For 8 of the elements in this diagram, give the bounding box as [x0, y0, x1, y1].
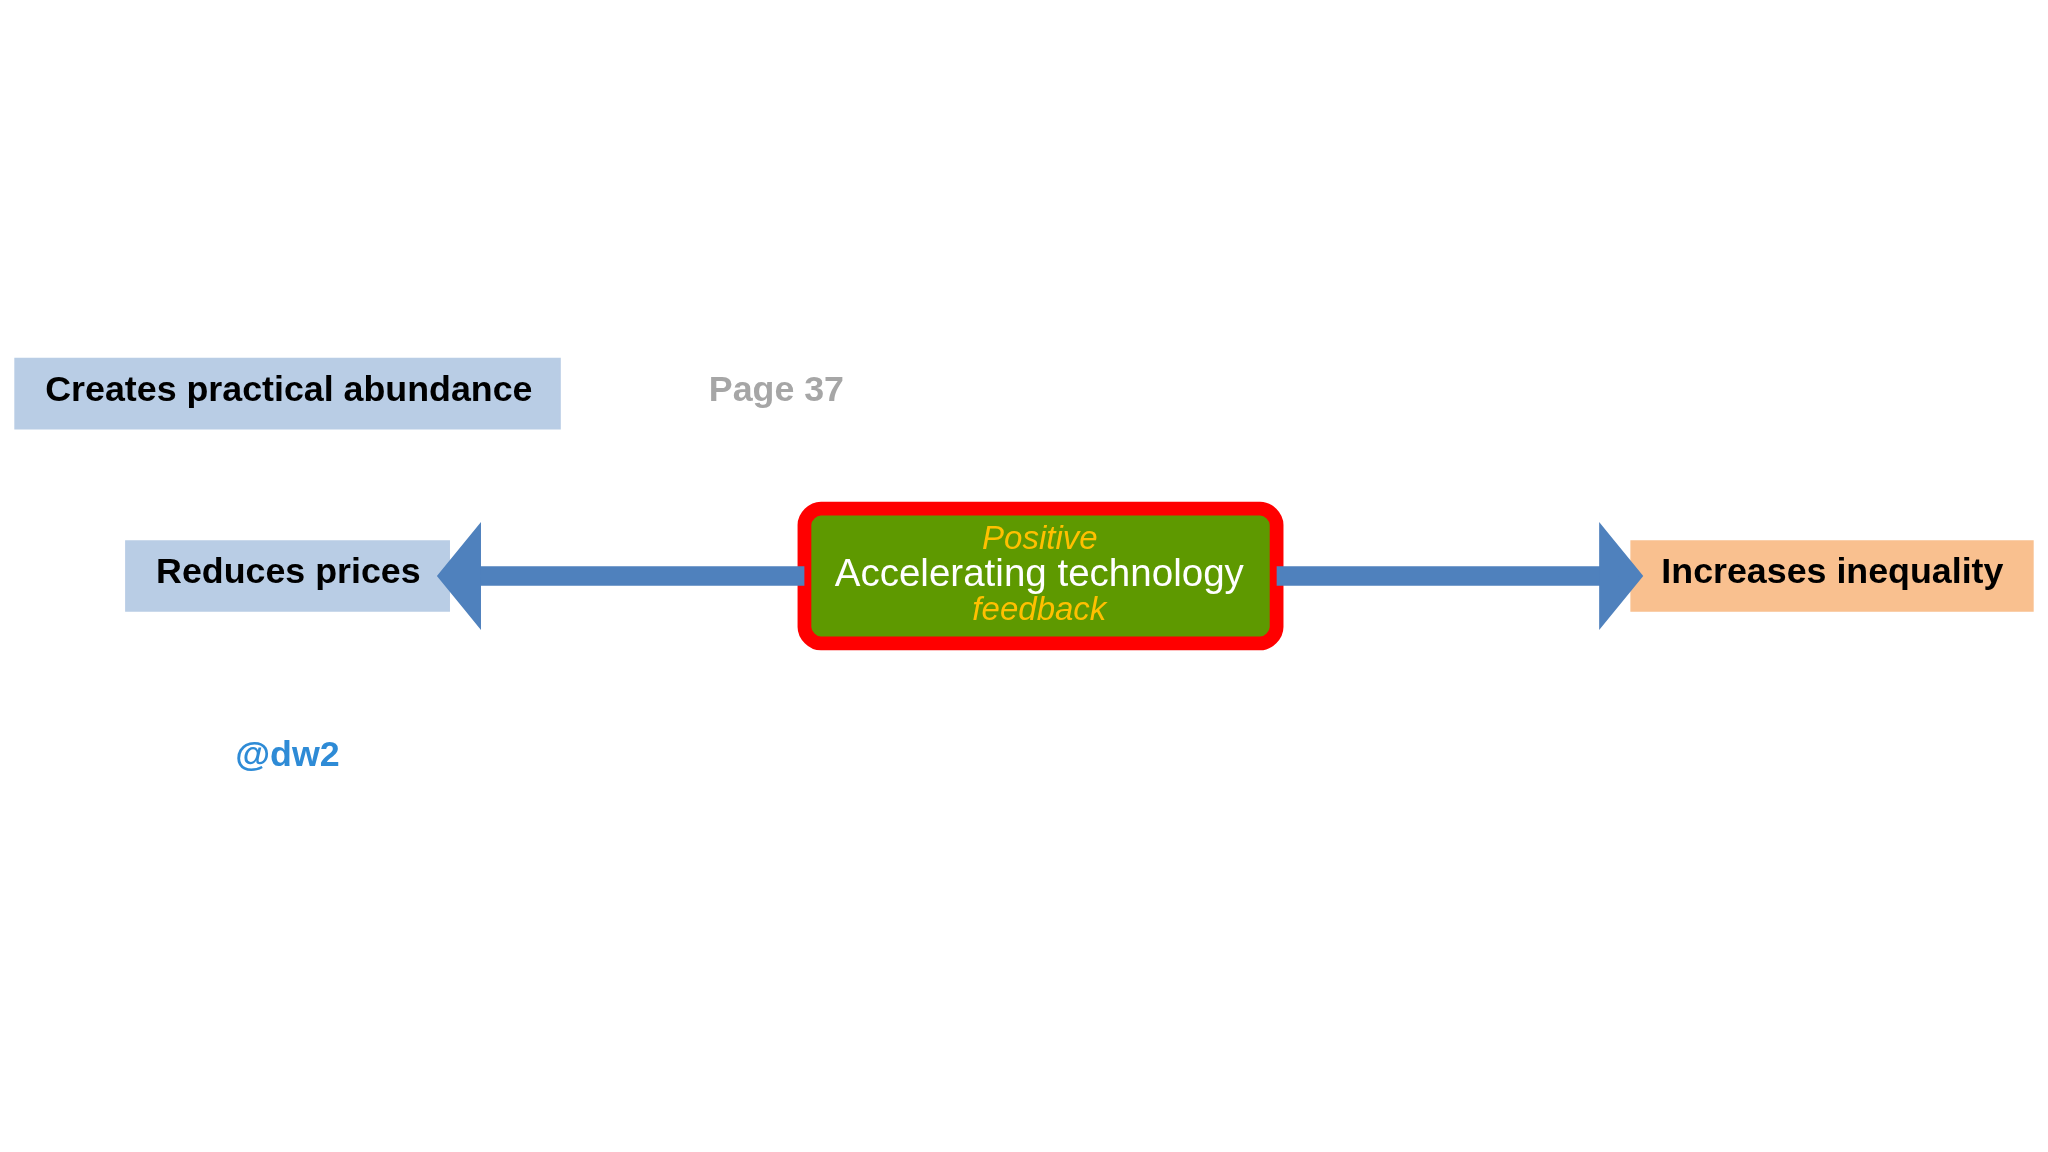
node-box: Reduces prices [125, 540, 450, 612]
arrow [1276, 521, 1644, 631]
label: Page 37 [708, 368, 845, 409]
node-box: Increases inequality [1630, 540, 2034, 612]
node-box: Positive Accelerating technology feedback [797, 501, 1284, 651]
arrow [436, 522, 805, 630]
node-box: Creates practical abundance [14, 357, 561, 430]
label: @dw2 [235, 733, 340, 774]
